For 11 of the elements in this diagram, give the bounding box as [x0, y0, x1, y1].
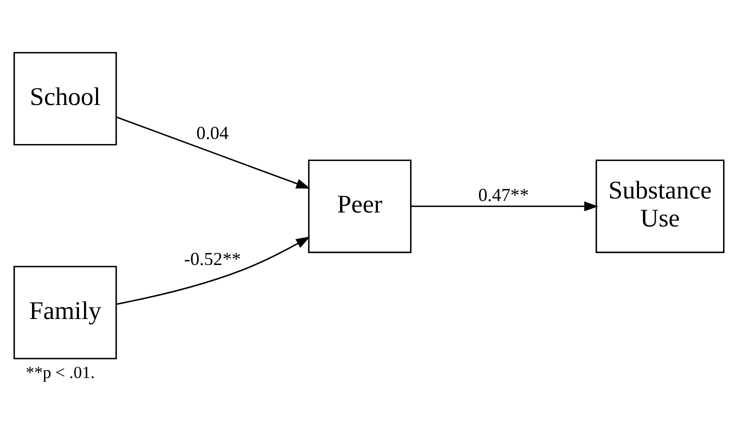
- arrow: [116, 116, 310, 189]
- edge-label: 0.04: [196, 122, 229, 143]
- node-box: Peer: [308, 160, 412, 254]
- arrow: [116, 236, 310, 305]
- edge-label: 0.47**: [478, 185, 529, 206]
- node-box: School: [14, 52, 117, 146]
- arrow: [411, 201, 598, 212]
- edge-label: -0.52**: [184, 248, 241, 269]
- node-box: Substance Use: [596, 160, 724, 254]
- caption: **p < .01.: [26, 362, 95, 382]
- node-box: Family: [14, 266, 117, 360]
